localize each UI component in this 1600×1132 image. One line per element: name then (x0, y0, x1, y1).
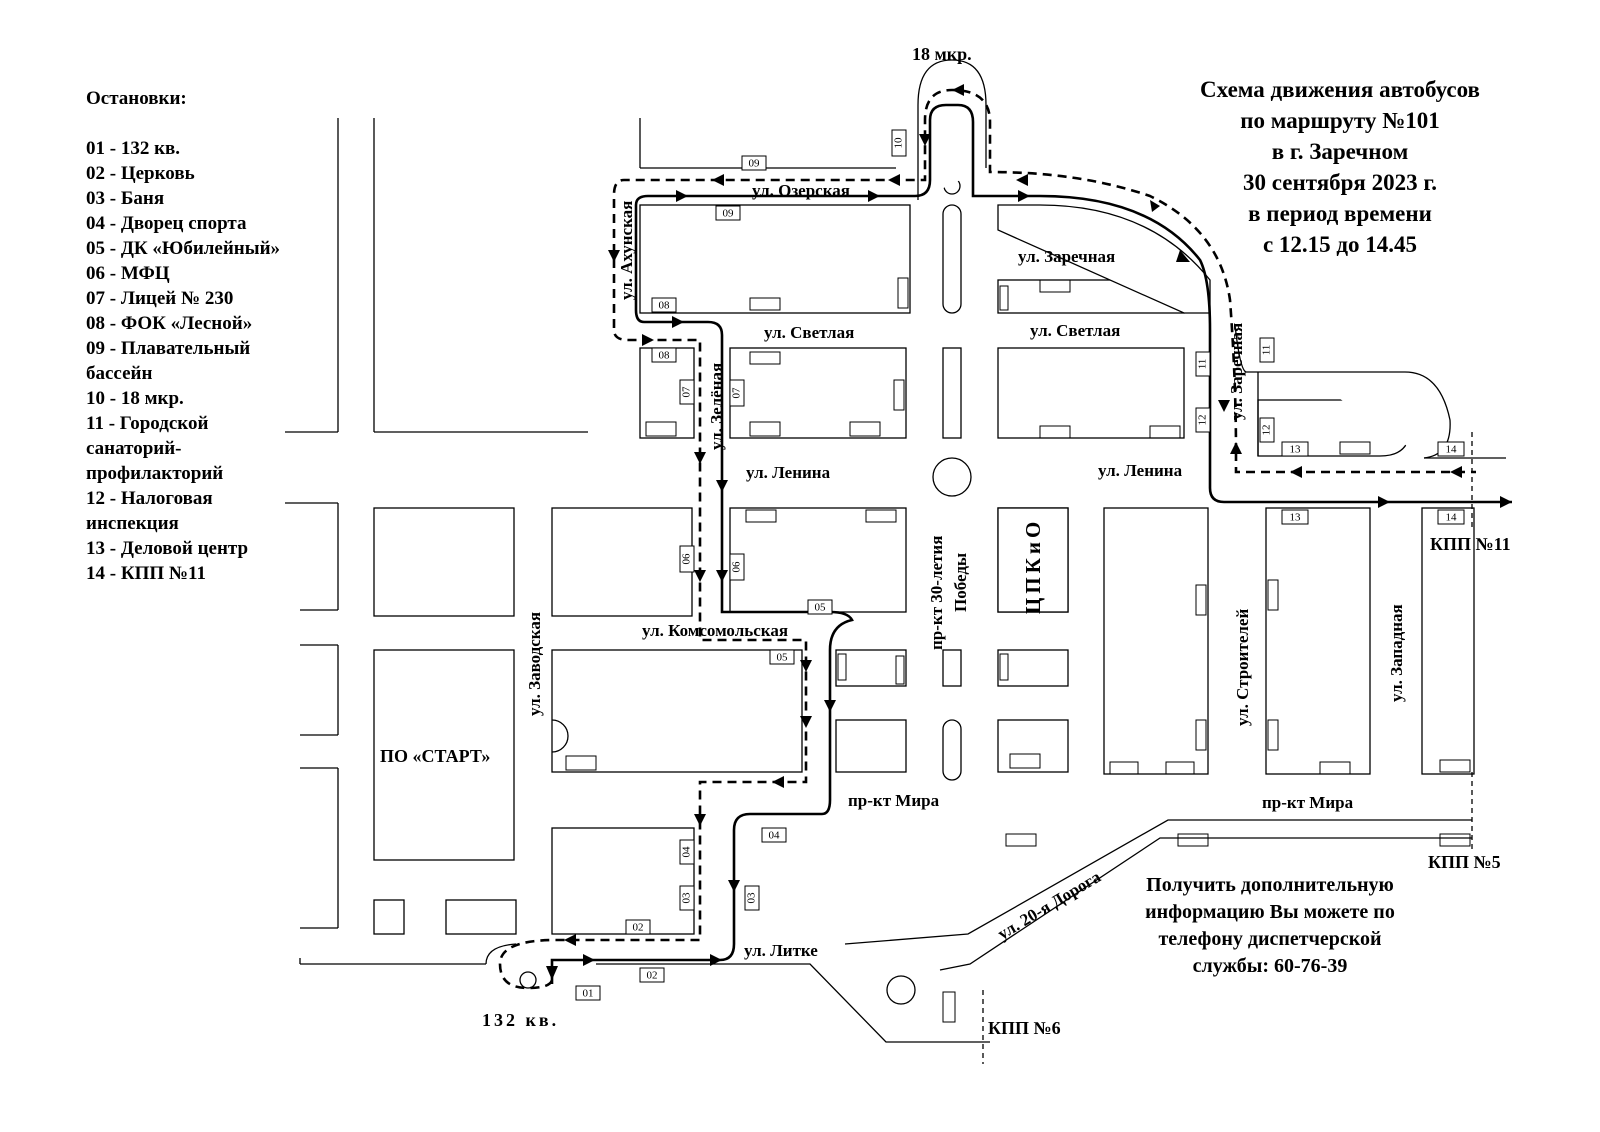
stop-legend-line: 09 - Плавательный (86, 338, 251, 359)
stops-legend-list: 01 - 132 кв. 02 - Церковь 03 - Баня 04 - Дв… (86, 136, 336, 586)
stop-numbers: 01 02 02 03 03 04 04 05 05 06 06 07 07 0… (583, 137, 1458, 1000)
title-line: в г. Заречном (1271, 139, 1409, 164)
kpp-borders (982, 432, 1473, 1064)
schedule-title: Схема движения автобусов по маршруту №101… (1150, 74, 1530, 260)
route-forward-solid (550, 103, 1512, 984)
route-return-dashed (498, 88, 1476, 990)
stop-legend-line: санаторий- (86, 438, 182, 459)
stop-12b: 12 (1261, 425, 1273, 436)
stop-legend-line: профилакторий (86, 463, 224, 484)
title-line: в период времени (1248, 201, 1432, 226)
street-svetlaya-2: ул. Светлая (1030, 321, 1120, 340)
label-132-kv: 132 кв. (482, 1010, 559, 1030)
start-arc (551, 719, 569, 753)
street-pobedy-2: Победы (951, 553, 970, 612)
stop-legend-line: 10 - 18 мкр. (86, 388, 184, 409)
stops-legend-title: Остановки: (86, 88, 187, 109)
stop-01: 01 (583, 988, 594, 1000)
stop-03a: 03 (681, 892, 693, 904)
street-lenina-1: ул. Ленина (746, 463, 831, 482)
street-zelenaya: ул. Зелёная (707, 363, 726, 450)
stop-legend-line: инспекция (86, 513, 179, 534)
stop-legend-line: 02 - Церковь (86, 163, 195, 184)
stop-05a: 05 (815, 602, 827, 614)
street-mira-1: пр-кт Мира (848, 791, 940, 810)
stop-13a: 13 (1290, 444, 1302, 456)
stop-legend-line: 08 - ФОК «Лесной» (86, 313, 253, 334)
route-arrows-return (564, 84, 1462, 946)
info-line: информацию Вы можете по (1145, 901, 1395, 923)
stop-markers (575, 129, 1465, 1001)
street-zarechnaya-h: ул. Заречная (1018, 247, 1115, 266)
info-line: телефону диспетчерской (1158, 928, 1382, 950)
street-pobedy-1: пр-кт 30-летия (927, 536, 946, 650)
stop-08a: 08 (659, 300, 671, 312)
street-svetlaya-1: ул. Светлая (764, 323, 854, 342)
stop-legend-line: 01 - 132 кв. (86, 138, 181, 159)
stop-02b: 02 (633, 922, 644, 934)
info-line: Получить дополнительную (1146, 874, 1394, 896)
stop-legend-line: 11 - Городской (86, 413, 209, 434)
route-arrows-forward (546, 190, 1512, 980)
street-litke: ул. Литке (744, 941, 818, 960)
building-markers (565, 277, 1471, 1023)
stop-legend-line: 03 - Баня (86, 188, 165, 209)
stop-05b: 05 (777, 652, 789, 664)
stop-legend-line: 12 - Налоговая (86, 488, 213, 509)
street-zapadnaya: ул. Западная (1387, 604, 1406, 702)
title-line: с 12.15 до 14.45 (1262, 232, 1418, 257)
stop-13b: 13 (1290, 512, 1302, 524)
title-line: Схема движения автобусов (1200, 77, 1480, 102)
label-18-mkr: 18 мкр. (912, 44, 972, 64)
stop-07a: 07 (681, 386, 693, 398)
title-line: 30 сентября 2023 г. (1243, 170, 1437, 195)
place-labels: 18 мкр. 132 кв. ПО «СТАРТ» ЦПКиО КПП №11… (380, 44, 1511, 1038)
label-po-start: ПО «СТАРТ» (380, 746, 490, 766)
stop-06b: 06 (731, 561, 743, 573)
street-akhunskaya: ул. Ахунская (617, 201, 636, 300)
stop-14b: 14 (1446, 512, 1458, 524)
label-kpp-5: КПП №5 (1428, 852, 1501, 872)
label-cpkio: ЦПКиО (1021, 518, 1045, 614)
stop-12a: 12 (1197, 415, 1209, 426)
stop-08b: 08 (659, 350, 671, 362)
label-kpp-11: КПП №11 (1430, 534, 1511, 554)
stop-03b: 03 (746, 892, 758, 904)
street-zavodskaya: ул. Заводская (525, 612, 544, 716)
contact-info: Получить дополнительную информацию Вы мож… (1100, 872, 1440, 980)
stop-11a: 11 (1197, 359, 1209, 370)
stop-04a: 04 (681, 846, 693, 858)
stop-10: 10 (893, 137, 905, 149)
stop-02a: 02 (647, 970, 658, 982)
stop-09b: 09 (749, 158, 761, 170)
street-20-doroga: ул. 20-я Дорога (994, 867, 1104, 944)
stop-14a: 14 (1446, 444, 1458, 456)
stop-06a: 06 (681, 553, 693, 565)
stop-legend-line: 13 - Деловой центр (86, 538, 249, 559)
stops-legend: Остановки: 01 - 132 кв. 02 - Церковь 03 - … (86, 86, 336, 586)
street-edges (285, 118, 1472, 1043)
street-zarechnaya-v: ул. Заречная (1227, 323, 1246, 420)
stop-legend-line: бассейн (86, 363, 153, 384)
title-line: по маршруту №101 (1240, 108, 1440, 133)
street-lenina-2: ул. Ленина (1098, 461, 1183, 480)
label-kpp-6: КПП №6 (988, 1018, 1061, 1038)
stop-legend-line: 07 - Лицей № 230 (86, 288, 234, 309)
street-mira-2: пр-кт Мира (1262, 793, 1354, 812)
street-ozerskaya: ул. Озерская (752, 181, 850, 200)
stop-legend-line: 05 - ДК «Юбилейный» (86, 238, 281, 259)
info-line: службы: 60-76-39 (1192, 955, 1348, 977)
stop-07b: 07 (731, 387, 743, 399)
stop-legend-line: 14 - КПП №11 (86, 563, 206, 584)
stop-legend-line: 04 - Дворец спорта (86, 213, 247, 234)
stop-legend-line: 06 - МФЦ (86, 263, 170, 284)
stop-04b: 04 (769, 830, 781, 842)
cpkio-block (997, 507, 1069, 613)
street-komsomolskaya: ул. Комсомольская (642, 621, 788, 640)
stop-09a: 09 (723, 208, 735, 220)
stop-11b: 11 (1261, 345, 1273, 356)
street-stroiteley: ул. Строителей (1233, 609, 1252, 726)
